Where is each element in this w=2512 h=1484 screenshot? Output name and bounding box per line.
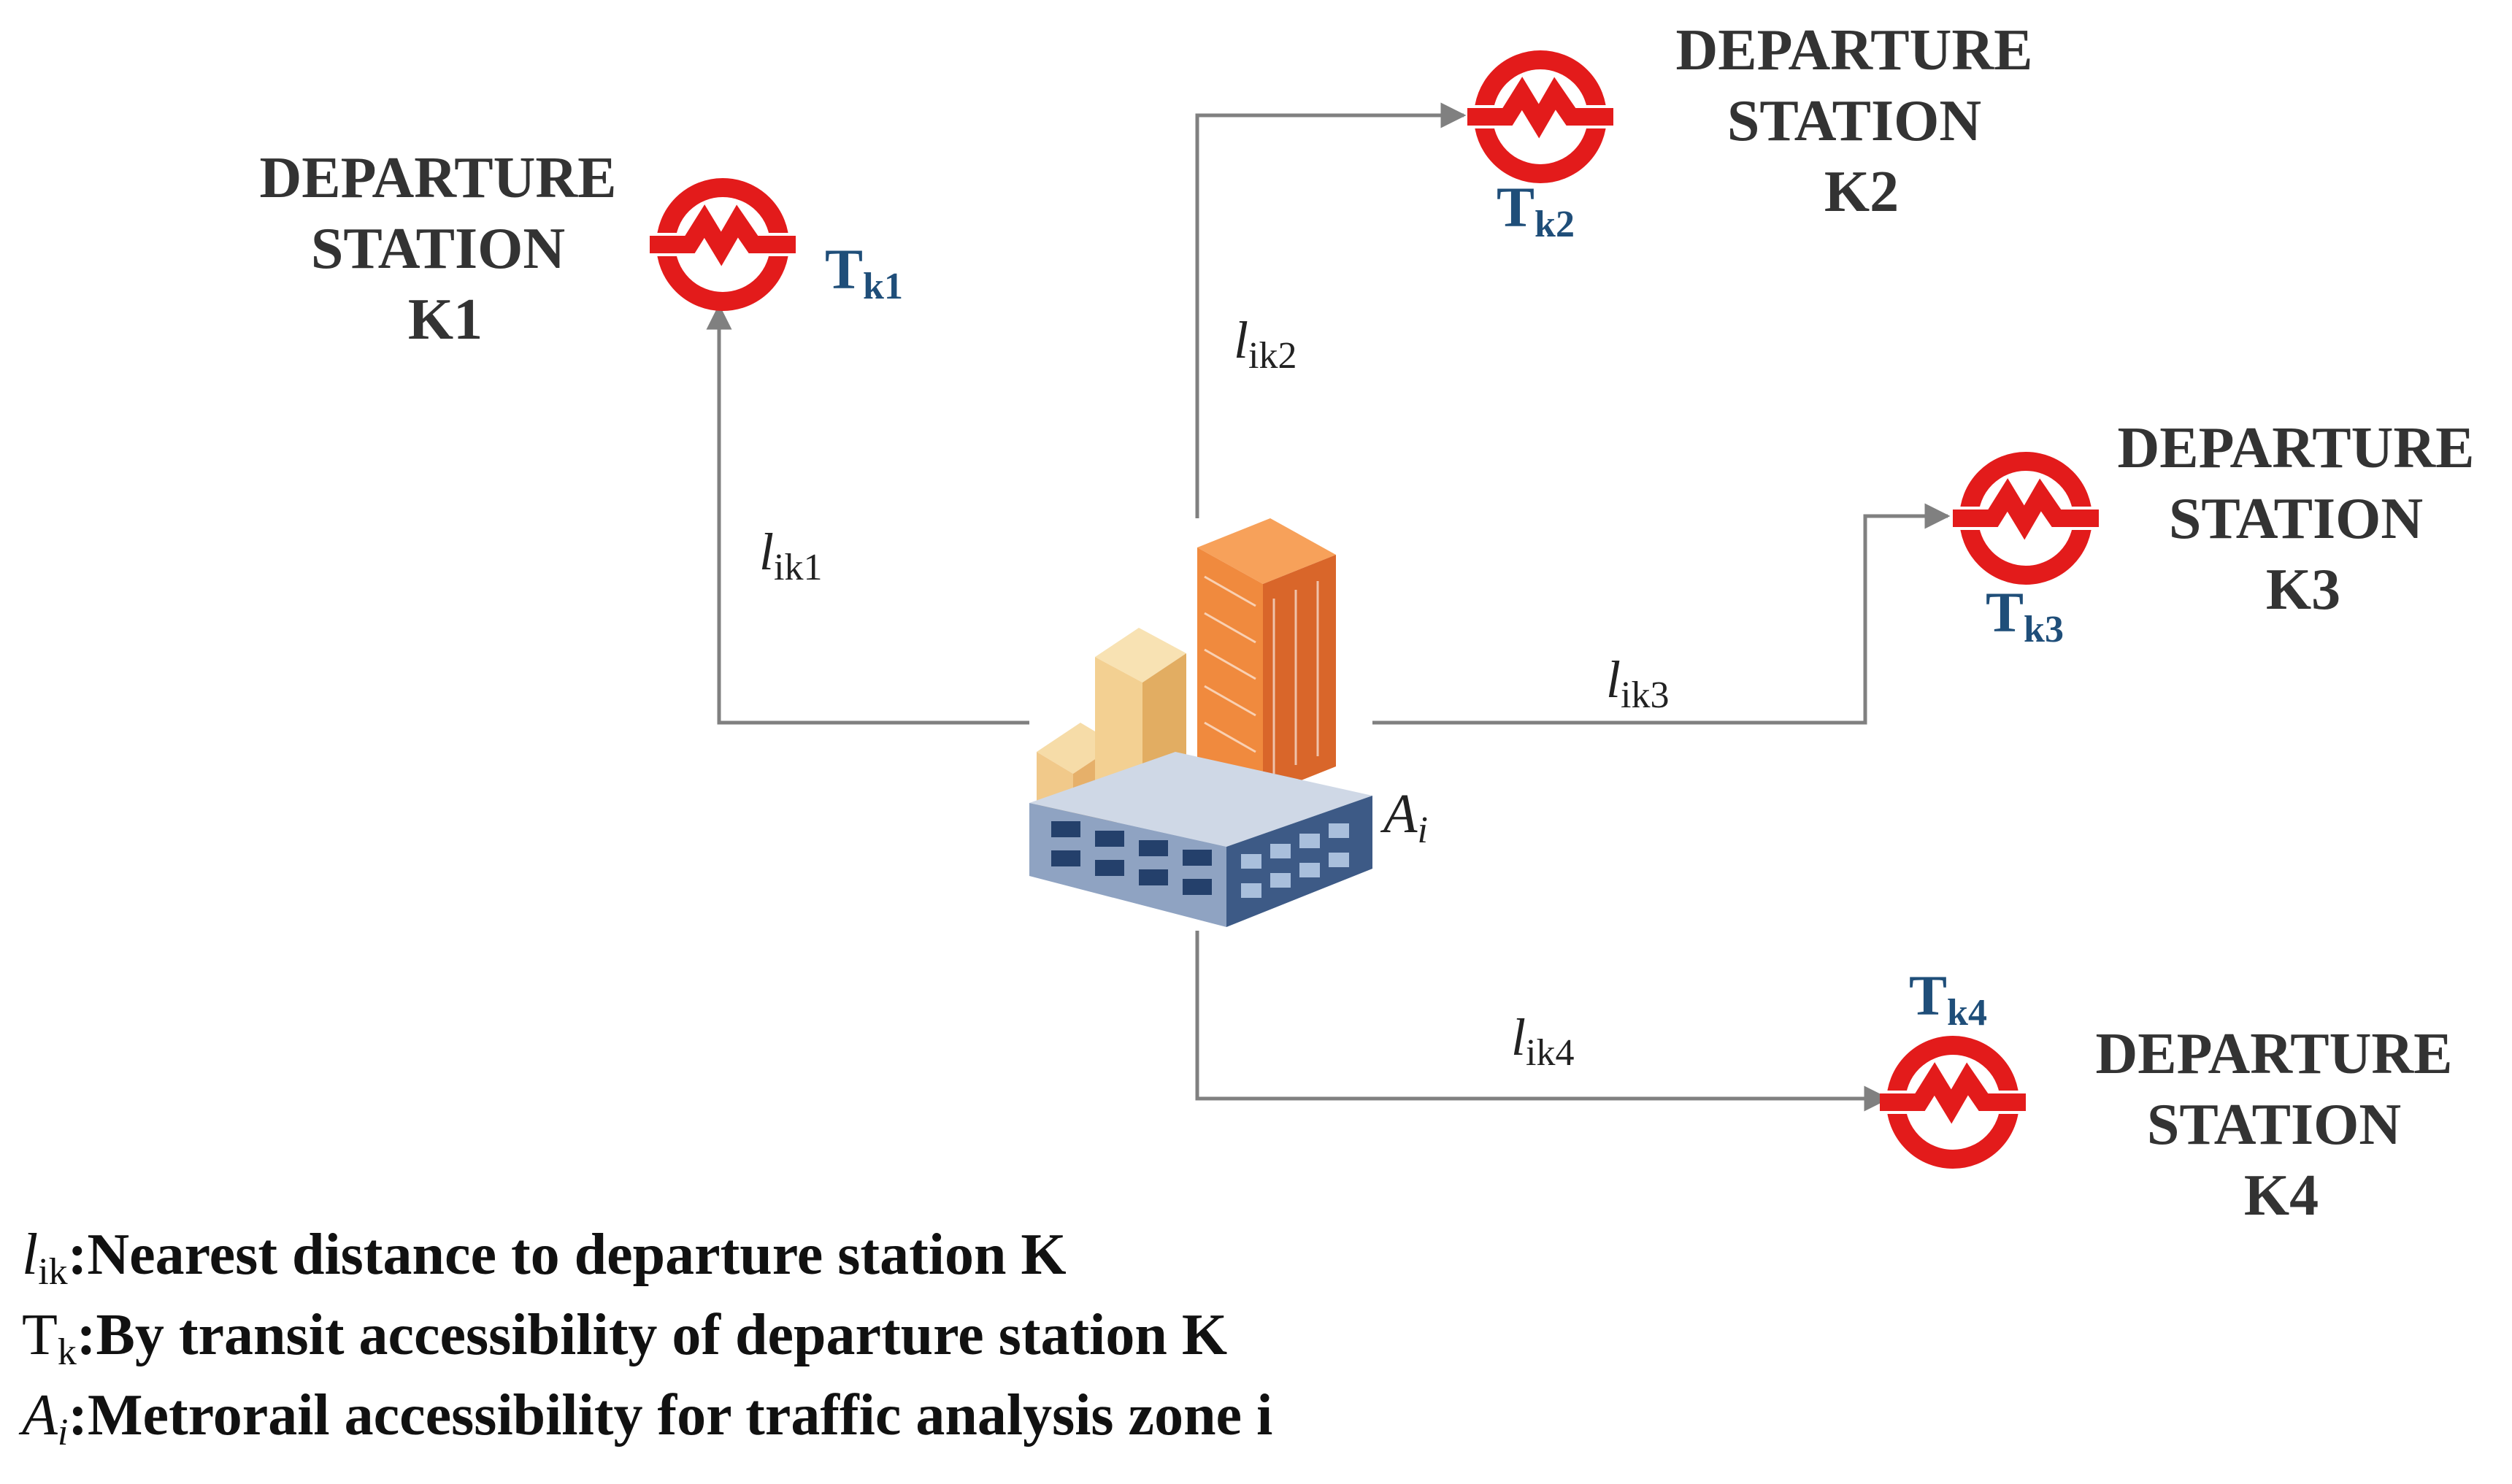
station-k1-title: DEPARTURE STATION K1: [259, 146, 631, 352]
station-k3-title: DEPARTURE STATION K3: [2117, 416, 2489, 622]
city-buildings-icon: [1029, 518, 1372, 927]
path-to-k2: [1195, 102, 1467, 518]
metro-logo-icon-k4: [1871, 1045, 2035, 1159]
path-to-k4: [1195, 931, 1890, 1112]
connectors: [706, 102, 1951, 1112]
metro-logo-icon-k3: [1944, 461, 2108, 575]
legend-item-transit-accessibility: Tk:By transit accessibility of departure…: [22, 1303, 1227, 1373]
station-k1-t-label: Tk1: [825, 237, 903, 307]
legend-item-metrorail-accessibility: Ai:Metrorail accessibility for traffic a…: [18, 1383, 1272, 1453]
station-k3-t-label: Tk3: [1986, 580, 2064, 650]
station-k1-distance-label: lik1: [759, 523, 822, 588]
path-to-k3: [1372, 503, 1951, 725]
station-k2-distance-label: lik2: [1234, 311, 1297, 377]
station-k2-title: DEPARTURE STATION K2: [1675, 18, 2047, 224]
station-k4-t-label: Tk4: [1909, 964, 1987, 1034]
legend: lik:Nearest distance to departure statio…: [18, 1223, 1272, 1453]
legend-item-distance: lik:Nearest distance to departure statio…: [22, 1223, 1067, 1293]
metro-logo-icon-k2: [1459, 60, 1622, 174]
station-k4-distance-label: lik4: [1511, 1008, 1574, 1074]
zone-label: Ai: [1380, 783, 1428, 851]
metro-logo-icon-k1: [641, 188, 804, 301]
path-to-k1: [706, 304, 1029, 725]
station-k3-distance-label: lik3: [1606, 650, 1669, 716]
station-k4-title: DEPARTURE STATION K4: [2095, 1022, 2467, 1228]
station-k2-t-label: Tk2: [1497, 175, 1575, 245]
